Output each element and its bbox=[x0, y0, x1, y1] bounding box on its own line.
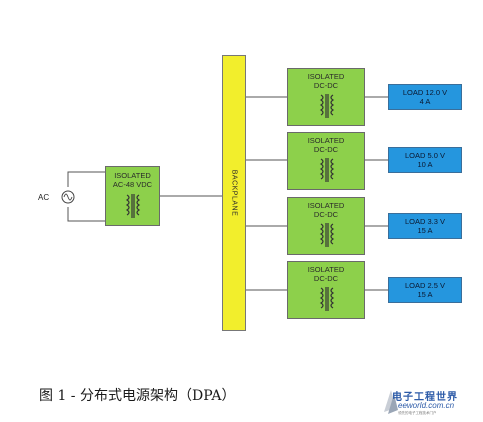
dcdc-module-2: ISOLATED DC-DC bbox=[287, 132, 365, 190]
eeworld-logo bbox=[384, 390, 398, 414]
ac-converter-title-line1: ISOLATED bbox=[114, 171, 151, 180]
load-current: 15 A bbox=[417, 290, 433, 299]
dcdc-module-3: ISOLATED DC-DC bbox=[287, 197, 365, 255]
watermark-tagline: 领先的电子工程技术门户 bbox=[398, 411, 437, 415]
dcdc-title-line2: DC-DC bbox=[313, 274, 339, 283]
transformer-icon bbox=[319, 223, 335, 247]
dcdc-title-line1: ISOLATED bbox=[307, 201, 345, 210]
ac-source-icon bbox=[61, 190, 75, 204]
backplane-label: BACKPLANE bbox=[230, 169, 238, 217]
transformer-icon bbox=[125, 194, 141, 218]
load-current: 4 A bbox=[419, 97, 431, 106]
load-2v5: LOAD 2.5 V 15 A bbox=[388, 277, 462, 303]
dcdc-title-line2: DC-DC bbox=[313, 81, 339, 90]
load-current: 15 A bbox=[417, 226, 433, 235]
dcdc-title-line2: DC-DC bbox=[313, 145, 339, 154]
watermark-brand-en: eeworld.com.cn bbox=[398, 401, 455, 410]
backplane-bar bbox=[222, 55, 246, 331]
load-current: 10 A bbox=[417, 160, 433, 169]
load-3v3: LOAD 3.3 V 15 A bbox=[388, 213, 462, 239]
load-5v: LOAD 5.0 V 10 A bbox=[388, 147, 462, 173]
figure-caption: 图 1 - 分布式电源架构（DPA） bbox=[39, 388, 236, 404]
load-voltage: LOAD 3.3 V bbox=[404, 217, 446, 226]
ac-label: AC bbox=[38, 193, 50, 202]
load-12v: LOAD 12.0 V 4 A bbox=[388, 84, 462, 110]
ac-converter-title-line2: AC-48 VDC bbox=[112, 180, 153, 189]
watermark-brand-cn: 电子工程世界 bbox=[392, 392, 458, 403]
dcdc-title-line1: ISOLATED bbox=[307, 72, 345, 81]
transformer-icon bbox=[319, 287, 335, 311]
dcdc-module-1: ISOLATED DC-DC bbox=[287, 68, 365, 126]
load-voltage: LOAD 12.0 V bbox=[402, 88, 448, 97]
dcdc-title-line2: DC-DC bbox=[313, 210, 339, 219]
load-voltage: LOAD 2.5 V bbox=[404, 281, 446, 290]
dcdc-module-4: ISOLATED DC-DC bbox=[287, 261, 365, 319]
transformer-icon bbox=[319, 158, 335, 182]
isolated-ac-dc-converter: ISOLATED AC-48 VDC bbox=[105, 166, 160, 226]
load-voltage: LOAD 5.0 V bbox=[404, 151, 446, 160]
dcdc-title-line1: ISOLATED bbox=[307, 136, 345, 145]
dcdc-title-line1: ISOLATED bbox=[307, 265, 345, 274]
transformer-icon bbox=[319, 94, 335, 118]
